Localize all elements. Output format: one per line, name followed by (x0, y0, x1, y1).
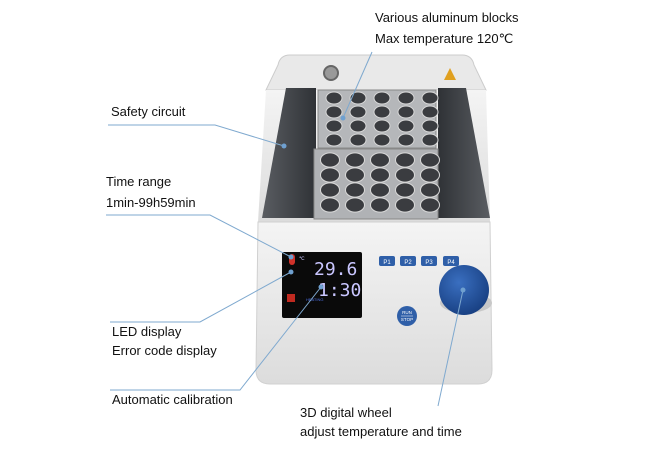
callout-wheel-line1: 3D digital wheel (300, 405, 392, 420)
sample-well (345, 197, 365, 213)
sample-well (397, 91, 415, 105)
sample-well (320, 152, 340, 168)
sample-well (395, 167, 415, 183)
callout-time-line2: 1min-99h59min (106, 195, 196, 210)
sample-well (395, 152, 415, 168)
display-temperature: 29.6 (314, 259, 357, 280)
sample-well (421, 133, 439, 147)
svg-text:RUN: RUN (402, 310, 412, 315)
sample-well (320, 182, 340, 198)
callout-lines (106, 51, 464, 407)
callout-safety: Safety circuit (111, 104, 186, 119)
preset-button-p3[interactable]: P3 (421, 256, 437, 266)
sample-well (421, 119, 439, 133)
sample-well (349, 119, 367, 133)
callout-wheel-line2: adjust temperature and time (300, 424, 462, 439)
sample-well (421, 91, 439, 105)
sample-well (370, 197, 390, 213)
sample-well (349, 91, 367, 105)
sample-well (373, 119, 391, 133)
callout-time-line1: Time range (106, 174, 172, 189)
svg-text:P4: P4 (447, 260, 455, 266)
port (323, 65, 339, 81)
svg-text:P1: P1 (383, 260, 391, 266)
svg-text:P2: P2 (404, 260, 412, 266)
sample-well (397, 119, 415, 133)
sample-well (325, 133, 343, 147)
preset-button-p1[interactable]: P1 (379, 256, 395, 266)
sample-well (320, 197, 340, 213)
sample-well (320, 167, 340, 183)
sample-well (397, 133, 415, 147)
callout-led-line1: LED display (112, 324, 182, 339)
sample-well (420, 197, 440, 213)
warning-icon (444, 68, 456, 80)
top-cap (265, 54, 487, 91)
callout-calibration: Automatic calibration (112, 392, 233, 407)
right-rail (438, 88, 490, 218)
callout-blocks-line2: Max temperature 120℃ (375, 31, 514, 46)
heater-icon (287, 294, 295, 302)
sample-well (421, 105, 439, 119)
sample-well (325, 119, 343, 133)
display-status: HEATING (306, 297, 323, 302)
sample-well (349, 133, 367, 147)
left-rail (262, 88, 316, 218)
callout-dots (281, 115, 466, 293)
preset-button-p2[interactable]: P2 (400, 256, 416, 266)
sample-well (397, 105, 415, 119)
callout-led-line2: Error code display (112, 343, 217, 358)
sample-well (325, 105, 343, 119)
sample-well (420, 182, 440, 198)
callout-blocks-line1: Various aluminum blocks (375, 10, 519, 25)
sample-well (370, 167, 390, 183)
sample-well (420, 152, 440, 168)
sample-well (370, 182, 390, 198)
sample-well (325, 91, 343, 105)
svg-text:STOP: STOP (401, 317, 413, 322)
sample-well (373, 91, 391, 105)
svg-text:P3: P3 (425, 260, 433, 266)
sample-well (373, 105, 391, 119)
run-stop-button[interactable]: RUN STOP (397, 306, 417, 326)
sample-well (345, 182, 365, 198)
display-unit: ℃ (299, 256, 305, 262)
sample-well (349, 105, 367, 119)
sample-well (345, 167, 365, 183)
sample-well (395, 197, 415, 213)
preset-button-p4[interactable]: P4 (443, 256, 459, 266)
sample-well (370, 152, 390, 168)
sample-well (345, 152, 365, 168)
sample-well (373, 133, 391, 147)
sample-well (395, 182, 415, 198)
sample-well (420, 167, 440, 183)
display-time: 1:30 (318, 280, 361, 301)
